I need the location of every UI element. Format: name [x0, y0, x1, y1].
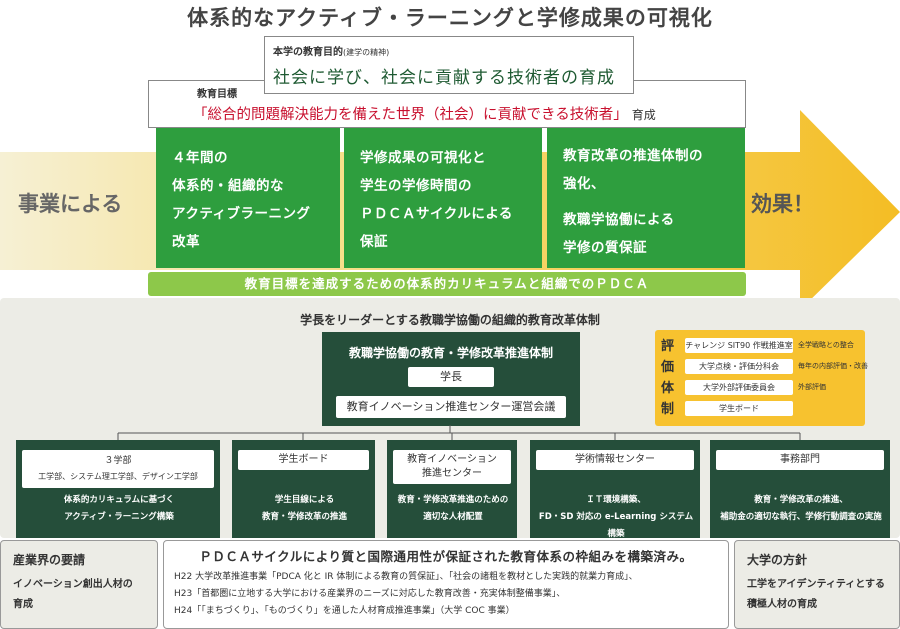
- policy-body: 工学をアイデンティティとする積極人材の育成: [747, 579, 885, 610]
- card-active-learning: ４年間の体系的・組織的なアクティブラーニング改革: [156, 128, 340, 268]
- goal-box: 教育目標 「総合的問題解決能力を備えた世界（社会）に貢献できる技術者」育成: [148, 80, 746, 128]
- unit-desc: 学生目線による教育・学修改革の推進: [261, 495, 347, 522]
- eval-item: 大学点検・評価分科会: [685, 359, 793, 374]
- mission-label-note: (建学の精神): [343, 48, 390, 57]
- eval-item: 学生ボード: [685, 401, 793, 416]
- industry-needs-box: 産業界の要請 イノベーション創出人材の育成: [0, 540, 158, 629]
- eval-note: 外部評価: [798, 383, 826, 391]
- mission-label: 本学の教育目的(建学の精神): [273, 47, 390, 58]
- president-pill: 学長: [408, 367, 494, 387]
- page-title: 体系的なアクティブ・ラーニングと学修成果の可視化: [187, 6, 713, 30]
- mission-text: 社会に学び、社会に貢献する技術者の育成: [273, 68, 615, 88]
- framework-title: ＰＤＣＡサイクルにより質と国際通用性が保証された教育体系の枠組みを構築済み。: [199, 549, 693, 564]
- evaluation-box: 評価体制 チャレンジ SIT90 作戦推進室 全学戦略との整合 大学点検・評価分…: [655, 330, 868, 426]
- unit-info-center: 学術情報センター ＩＴ環境構築、FD・SD 対応の e-Learning システ…: [530, 440, 700, 539]
- arrow-right-label: 効果！: [751, 192, 814, 216]
- goal-label: 教育目標: [197, 89, 237, 100]
- pdca-bar: 教育目標を達成するための体系的カリキュラムと組織でのＰＤＣＡ: [148, 272, 746, 296]
- unit-student-board: 学生ボード 学生目線による教育・学修改革の推進: [232, 440, 375, 538]
- mission-box: 本学の教育目的(建学の精神) 社会に学び、社会に貢献する技術者の育成: [264, 36, 634, 94]
- eval-note: 毎年の内部評価・改善: [798, 362, 868, 370]
- industry-title: 産業界の要請: [13, 553, 86, 567]
- policy-title: 大学の方針: [747, 553, 808, 567]
- eval-item: 大学外部評価委員会: [685, 380, 793, 395]
- eval-item: チャレンジ SIT90 作戦推進室: [685, 338, 793, 353]
- unit-desc: 教育・学修改革推進のための適切な人材配置: [397, 495, 509, 522]
- unit-pill: 教育イノベーション推進センター: [393, 450, 511, 484]
- arrow-left-label: 事業による: [18, 192, 123, 216]
- framework-box: ＰＤＣＡサイクルにより質と国際通用性が保証された教育体系の枠組みを構築済み。 H…: [163, 540, 729, 629]
- unit-administration: 事務部門 教育・学修改革の推進、補助金の適切な執行、学修行動調査の実施: [710, 440, 890, 538]
- university-policy-box: 大学の方針 工学をアイデンティティとする積極人材の育成: [734, 540, 900, 629]
- unit-desc: ＩＴ環境構築、FD・SD 対応の e-Learning システム構築: [538, 495, 694, 539]
- industry-body: イノベーション創出人材の育成: [13, 579, 133, 610]
- goal-text: 「総合的問題解決能力を備えた世界（社会）に貢献できる技術者」育成: [193, 107, 656, 123]
- unit-pill: 学術情報センター: [536, 450, 694, 470]
- org-tree-lines: [117, 425, 801, 440]
- unit-innovation-center: 教育イノベーション推進センター 教育・学修改革推進のための適切な人材配置: [387, 440, 517, 538]
- unit-desc: 体系的カリキュラムに基づくアクティブ・ラーニング構築: [63, 495, 175, 522]
- unit-desc: 教育・学修改革の推進、補助金の適切な執行、学修行動調査の実施: [720, 495, 882, 522]
- goal-suffix: 育成: [631, 108, 656, 122]
- unit-pill: 事務部門: [716, 450, 884, 470]
- card-reform-system: 教育改革の推進体制の強化、教職学協働による学修の質保証: [547, 128, 745, 268]
- framework-lines: H22 大学改革推進事業「PDCA 化と IR 体制による教育の質保証」、「社会…: [174, 572, 638, 616]
- eval-note: 全学戦略との整合: [798, 341, 854, 349]
- reform-system-title: 教職学協働の教育・学修改革推進体制: [348, 346, 553, 360]
- evaluation-label: 評価体制: [661, 339, 675, 417]
- reform-system-box: 教職学協働の教育・学修改革推進体制 学長 教育イノベーション推進センター運営会議: [322, 332, 580, 426]
- unit-pill: ３学部工学部、システム理工学部、デザイン工学部: [22, 450, 214, 488]
- council-pill: 教育イノベーション推進センター運営会議: [336, 396, 566, 418]
- organization-panel-title: 学長をリーダーとする教職学協働の組織的教育改革体制: [300, 313, 600, 327]
- unit-pill: 学生ボード: [238, 450, 369, 470]
- unit-faculties: ３学部工学部、システム理工学部、デザイン工学部 体系的カリキュラムに基づくアクテ…: [16, 440, 220, 538]
